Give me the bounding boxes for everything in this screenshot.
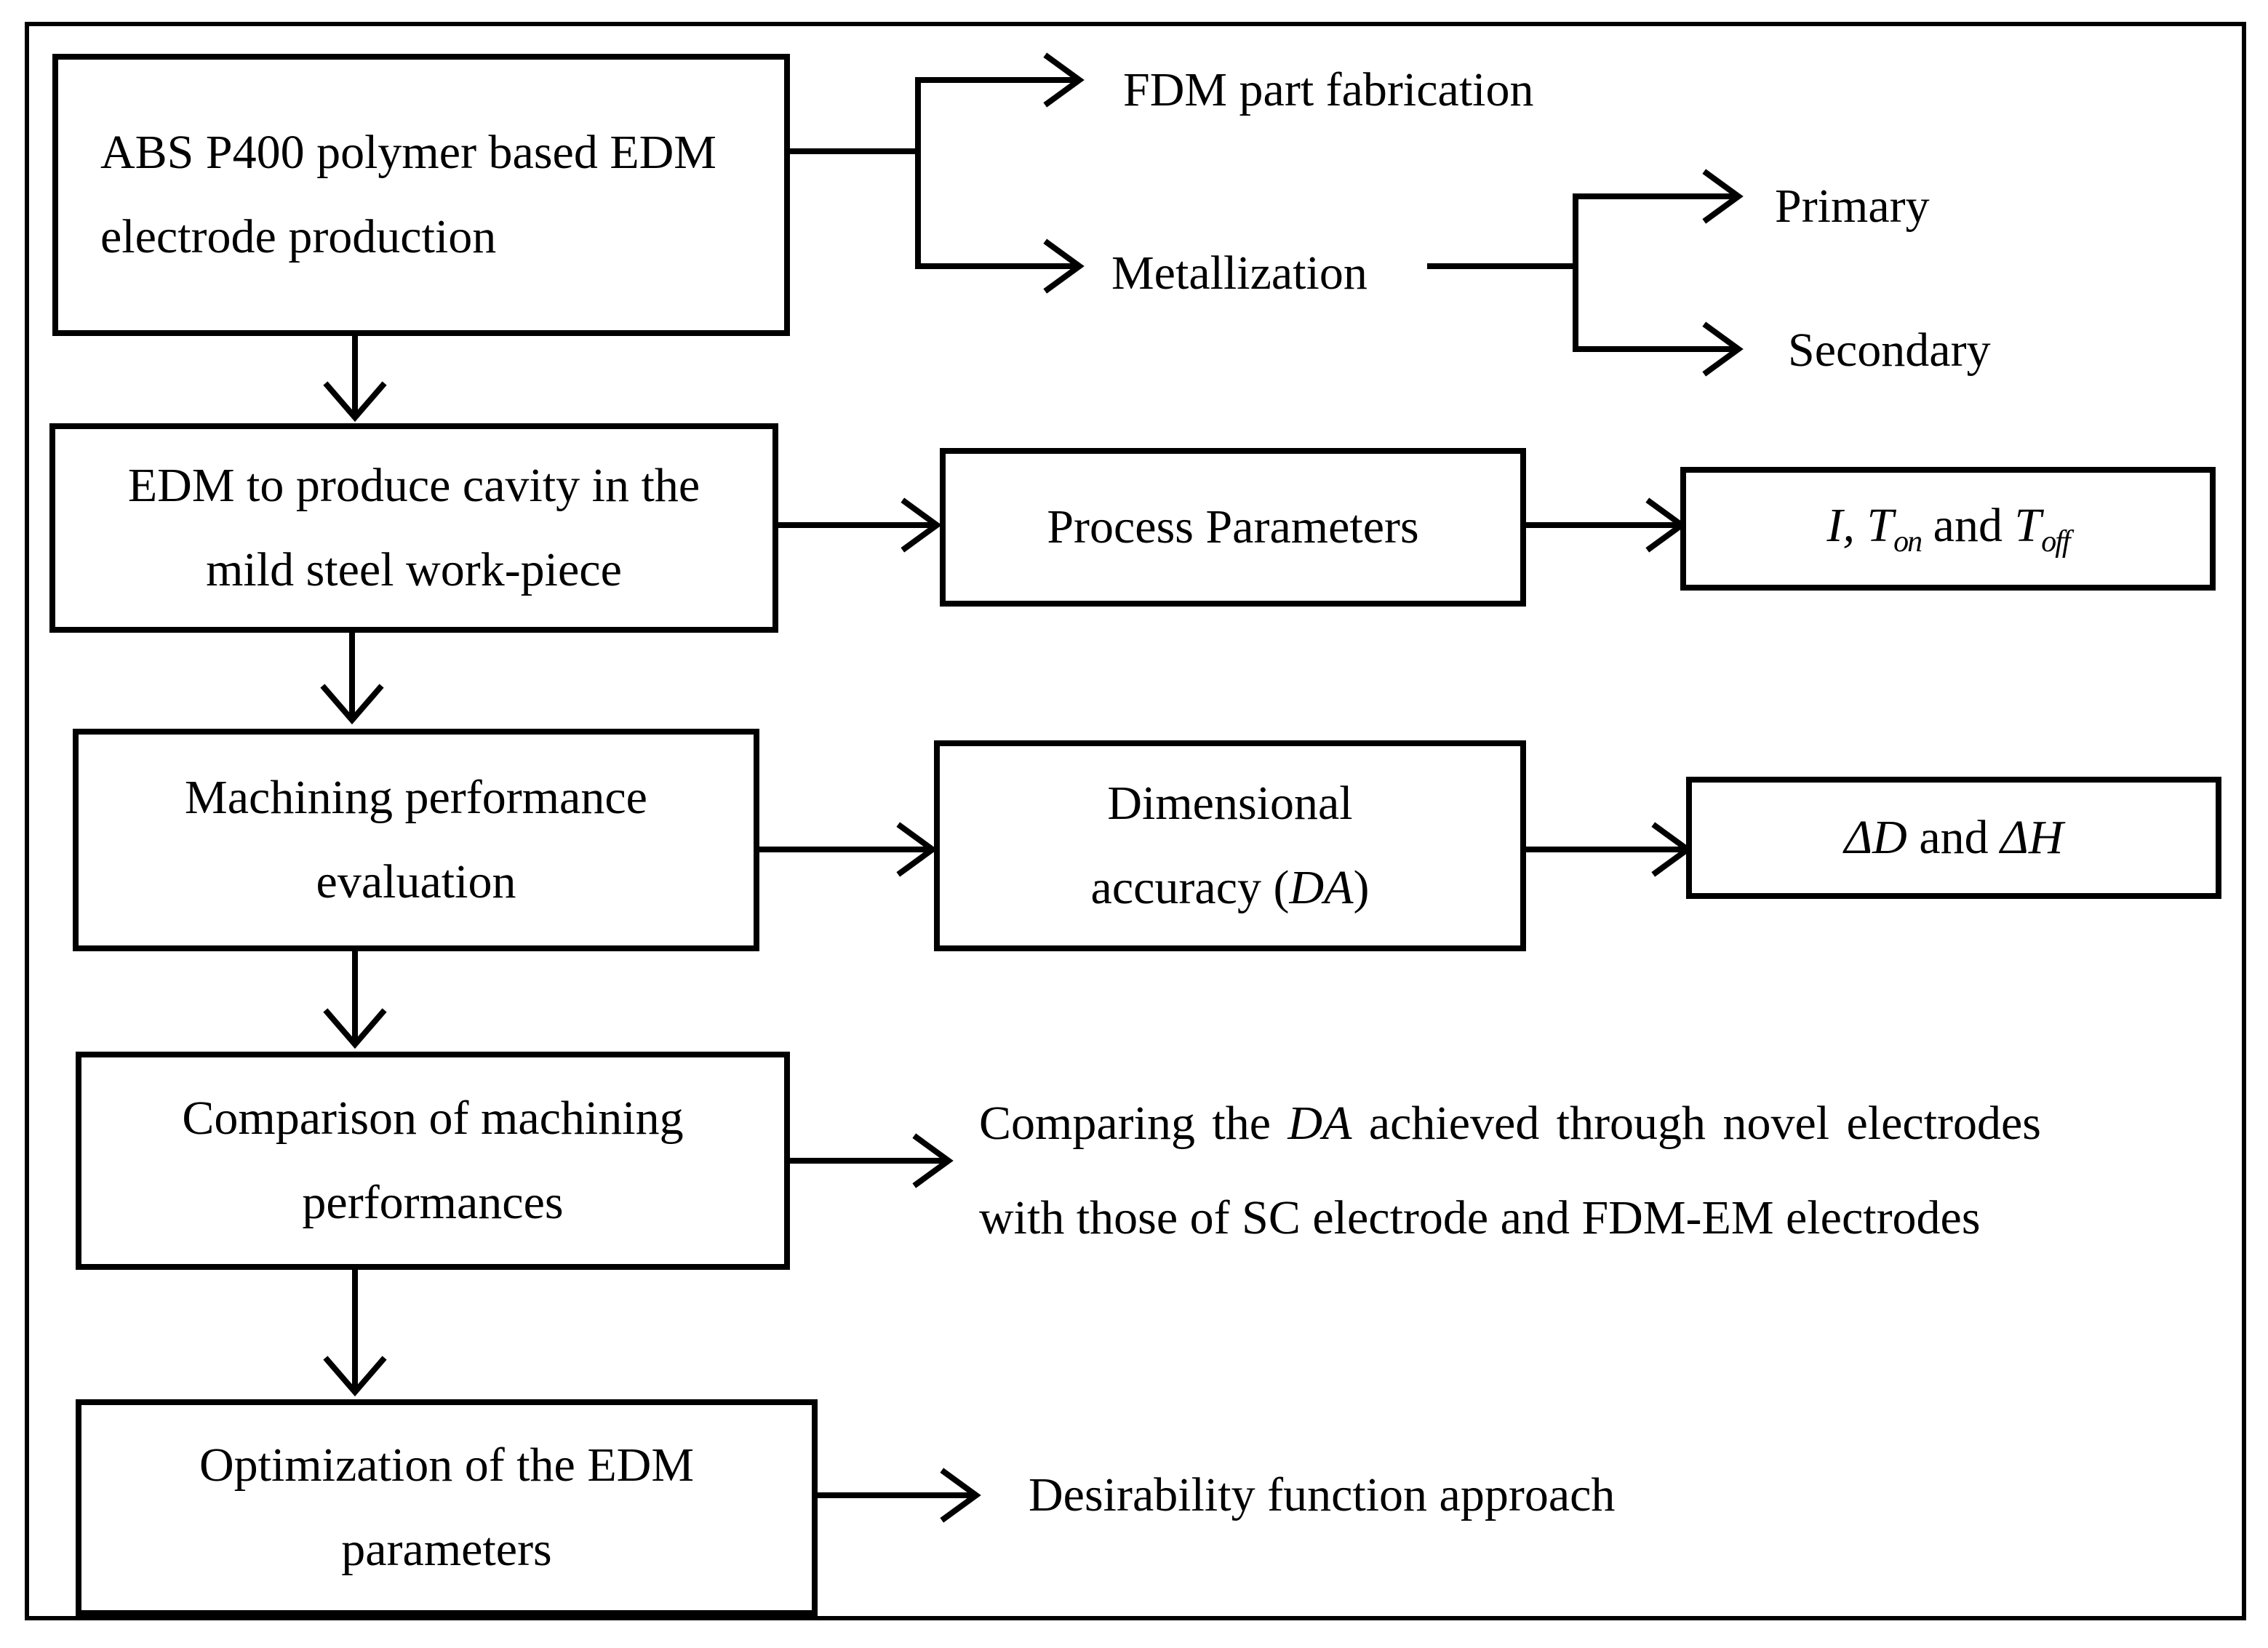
dimensional-accuracy-label: Dimensional accuracy (DA) <box>1091 761 1370 930</box>
pulse-off-symbol: T <box>2014 499 2042 552</box>
comparison-description: Comparing the DA achieved through novel … <box>979 1076 2041 1265</box>
arrowhead-to-fdm <box>1043 52 1085 108</box>
process-parameters-box: Process Parameters <box>940 448 1526 607</box>
arrowhead-step3-to-da <box>896 822 938 877</box>
comparison-post: achieved through novel electrodes with t… <box>979 1097 2041 1244</box>
arrowhead-step2-to-process-parameters <box>901 497 942 553</box>
parameters-label: I, Ton and Toff <box>1826 484 2070 574</box>
fdm-part-fabrication-label: FDM part fabrication <box>1123 63 1534 116</box>
arrowhead-to-secondary <box>1702 321 1744 377</box>
dimensional-line: Dimensional <box>1107 777 1353 830</box>
arrowhead-step3-to-step4 <box>323 1008 387 1049</box>
pulse-off-subscript: off <box>2041 525 2070 559</box>
secondary-label: Secondary <box>1788 324 1991 377</box>
delta-d-symbol: ΔD <box>1844 811 1907 864</box>
deviation-box: ΔD and ΔH <box>1686 777 2221 899</box>
parameters-box: I, Ton and Toff <box>1680 467 2216 591</box>
arrowhead-step5-to-desirability <box>940 1468 981 1523</box>
step4-label: Comparison of machining performances <box>182 1092 684 1229</box>
process-parameters-label: Process Parameters <box>1047 500 1419 553</box>
step5-label: Optimization of the EDM parameters <box>199 1439 695 1576</box>
da-symbol: DA <box>1289 861 1354 914</box>
comparison-pre: Comparing the <box>979 1097 1271 1150</box>
comparison-da-symbol: DA <box>1287 1097 1352 1150</box>
deviation-label: ΔD and ΔH <box>1844 796 2063 880</box>
step1-box: ABS P400 polymer based EDM electrode pro… <box>52 54 790 336</box>
step2-box: EDM to produce cavity in the mild steel … <box>49 423 778 633</box>
arrowhead-step1-to-step2 <box>323 381 387 423</box>
pulse-on-subscript: on <box>1893 525 1922 559</box>
step3-box: Machining performance evaluation <box>73 729 759 951</box>
arrowhead-step4-to-step5 <box>323 1356 387 1397</box>
and-text: and <box>1933 499 2003 552</box>
accuracy-prefix: accuracy ( <box>1090 861 1290 914</box>
figure-frame <box>25 22 2246 1620</box>
arrowhead-step2-to-step3 <box>320 684 384 725</box>
arrowhead-to-metallization <box>1043 239 1085 294</box>
accuracy-suffix: ) <box>1353 861 1370 914</box>
delta-h-symbol: ΔH <box>2000 811 2064 864</box>
arrowhead-step4-to-comparison <box>912 1133 954 1188</box>
step2-label: EDM to produce cavity in the mild steel … <box>127 459 700 596</box>
dimensional-accuracy-box: Dimensional accuracy (DA) <box>934 740 1526 951</box>
step5-box: Optimization of the EDM parameters <box>76 1399 818 1616</box>
delta-and-text: and <box>1919 811 1989 864</box>
step3-label: Machining performance evaluation <box>185 771 647 908</box>
arrowhead-to-primary <box>1702 169 1744 224</box>
step1-label: ABS P400 polymer based EDM electrode pro… <box>100 126 716 263</box>
primary-label: Primary <box>1775 180 1930 233</box>
pulse-on-symbol: T <box>1866 499 1894 552</box>
metallization-label: Metallization <box>1111 247 1367 300</box>
desirability-label: Desirability function approach <box>1029 1468 1616 1521</box>
step4-box: Comparison of machining performances <box>76 1052 790 1270</box>
current-symbol: I, <box>1826 499 1855 552</box>
